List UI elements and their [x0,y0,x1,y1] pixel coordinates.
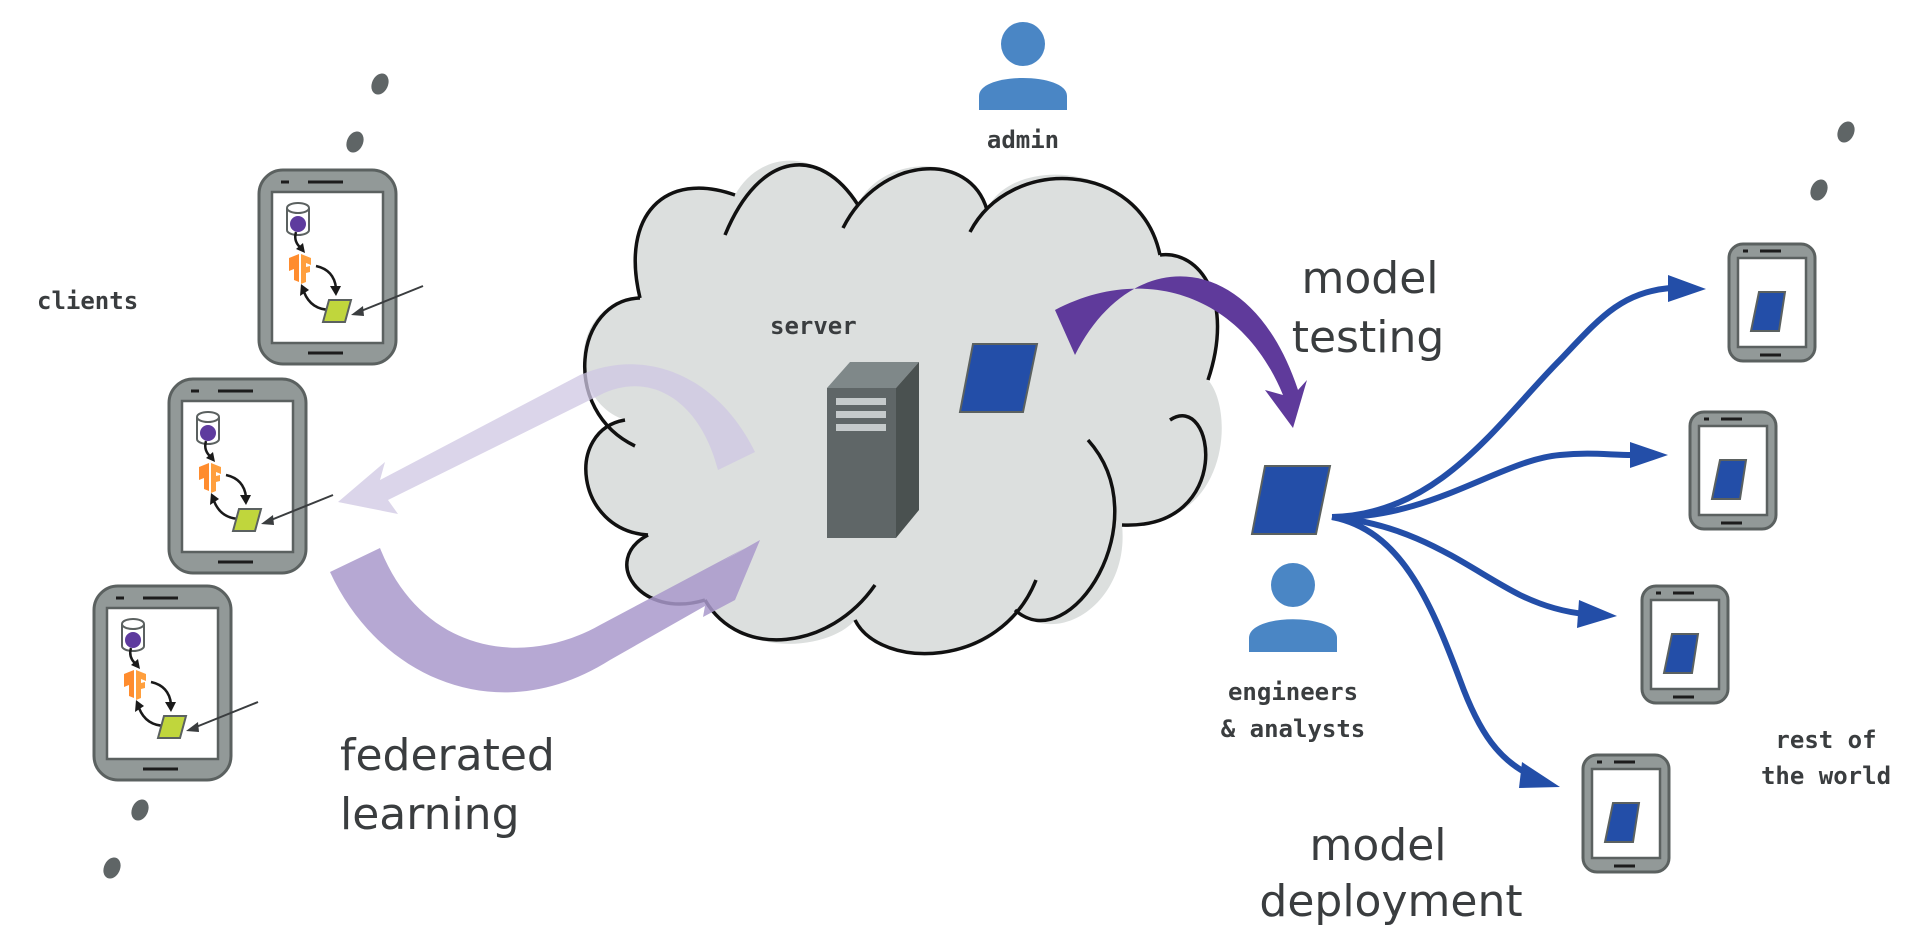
model-deployment-arrows [1331,275,1706,788]
client-phone-icon [92,584,233,782]
deployment-curve [1331,285,1671,520]
client-phone-icon [167,377,308,575]
world-device [1581,753,1671,874]
rest-of-world-label-line1: rest of [1775,726,1876,754]
light-purple-arrow [338,364,755,514]
server-tower-icon [827,362,919,538]
world-device [1727,242,1817,363]
update-input-line [355,285,424,314]
world-phone-icon [1727,242,1817,363]
deployment-curve [1331,514,1532,778]
tested-model-icon [1250,465,1332,535]
world-device [1688,410,1778,531]
ellipsis-dot [1810,179,1828,201]
client-phone-icon [257,168,398,366]
federated-learning-label-line1: federated [340,730,555,781]
federated-learning-label-line2: learning [340,789,520,840]
client-device [92,584,259,782]
ellipsis-dot [131,799,149,821]
global-model-icon [958,343,1039,413]
world-phone-icon [1581,753,1671,874]
arrowhead [1519,762,1560,788]
client-device [167,377,334,575]
ellipsis-dot [103,857,121,879]
ellipsis-dot [346,131,364,153]
admin-person-icon [979,22,1067,110]
arrowhead [1668,275,1706,302]
model-testing-label-line2: testing [1292,312,1445,363]
model-deployment-label-line2: deployment [1259,876,1522,927]
continuation-dots-clients-top [346,73,389,153]
purple-arrow [330,540,760,693]
model-testing-arrow [1055,276,1307,428]
ellipsis-dot [1837,121,1855,143]
deployment-curve [1331,514,1586,617]
world-phone-icon [1640,584,1730,705]
engineers-person-icon [1249,563,1337,652]
rest-of-world-label-line2: the world [1761,762,1891,790]
continuation-dots-world [1810,121,1855,201]
world-phone-icon [1688,410,1778,531]
arrowhead [1577,600,1617,628]
federated-learning-arrow [330,540,760,693]
ellipsis-dot [371,73,389,95]
clients-label: clients [37,287,138,315]
client-device [257,168,424,366]
admin-label: admin [987,126,1059,154]
server-label: server [770,312,857,340]
model-distribution-arrow [338,364,755,514]
engineers-label-line2: & analysts [1221,715,1366,743]
update-input-line [265,494,334,523]
model-deployment-label-line1: model [1309,820,1446,871]
deployment-curve [1331,450,1633,521]
engineers-label-line1: engineers [1228,678,1358,706]
world-device [1640,584,1730,705]
update-input-line [190,701,259,730]
arrowhead [1630,442,1668,468]
continuation-dots-clients-bottom [103,799,149,879]
model-testing-label-line1: model [1301,253,1438,304]
